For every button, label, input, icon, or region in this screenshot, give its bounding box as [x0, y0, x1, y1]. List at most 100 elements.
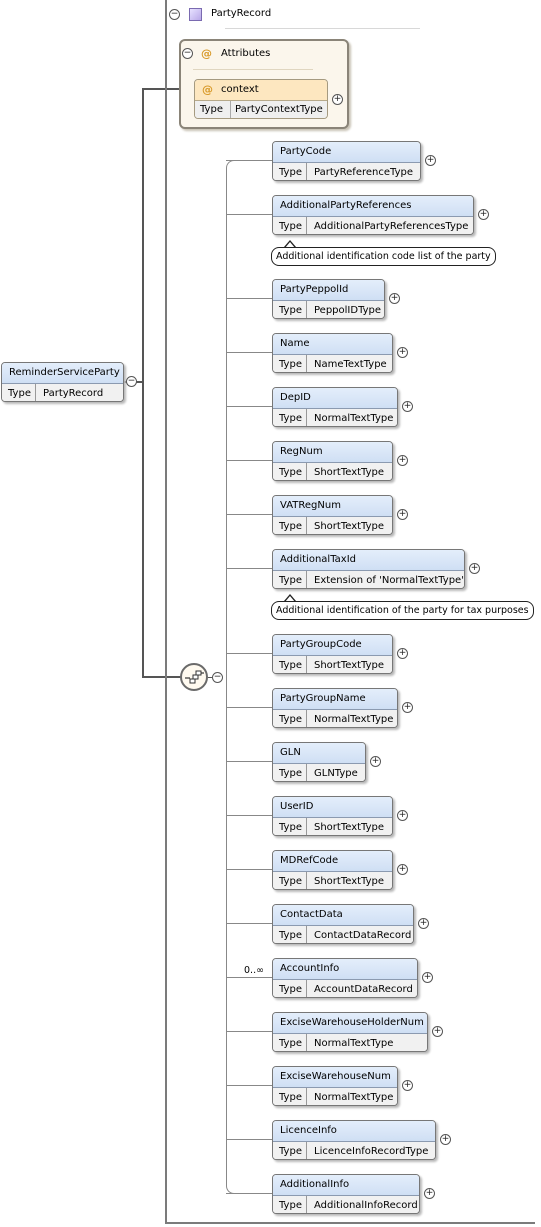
element-expand-toggle[interactable]: +	[425, 155, 436, 166]
element-RegNum[interactable]: RegNum Type ShortTextType	[272, 441, 393, 481]
element-connector	[226, 761, 272, 762]
element-expand-toggle[interactable]: +	[397, 455, 408, 466]
element-type-key: Type	[273, 217, 307, 234]
element-expand-toggle[interactable]: +	[397, 509, 408, 520]
element-expand-toggle[interactable]: +	[432, 1026, 443, 1037]
note-pointer-fill	[285, 596, 295, 602]
sequence-connector	[142, 676, 181, 678]
element-connector	[226, 352, 272, 353]
element-expand-toggle[interactable]: +	[397, 810, 408, 821]
element-type-key: Type	[273, 872, 307, 889]
element-type-key: Type	[273, 818, 307, 835]
element-expand-toggle[interactable]: +	[397, 648, 408, 659]
root-collapse-toggle[interactable]: −	[126, 376, 137, 387]
element-connector	[226, 160, 272, 161]
element-connector	[226, 214, 272, 215]
element-MDRefCode[interactable]: MDRefCode Type ShortTextType	[272, 850, 393, 890]
element-UserID[interactable]: UserID Type ShortTextType	[272, 796, 393, 836]
root-type-key: Type	[2, 384, 36, 401]
element-type-key: Type	[273, 355, 307, 372]
element-DepID[interactable]: DepID Type NormalTextType	[272, 387, 398, 427]
element-name: AdditionalPartyReferences	[273, 196, 473, 217]
type-collapse-toggle[interactable]: −	[169, 9, 180, 20]
sequence-bracket	[226, 160, 238, 1194]
element-ContactData[interactable]: ContactData Type ContactDataRecord	[272, 904, 414, 944]
element-type-key: Type	[273, 980, 307, 997]
sequence-collapse-toggle[interactable]: −	[212, 672, 223, 683]
element-connector	[226, 406, 272, 407]
attributes-connector	[142, 88, 180, 90]
type-header-divider	[225, 28, 420, 29]
element-type-key: Type	[273, 1088, 307, 1105]
element-PartyGroupName[interactable]: PartyGroupName Type NormalTextType	[272, 688, 398, 728]
element-connector	[226, 1139, 272, 1140]
attribute-at-icon: @	[202, 83, 213, 96]
element-expand-toggle[interactable]: +	[469, 563, 480, 574]
element-type-value: ShortTextType	[314, 467, 385, 478]
element-annotation: Additional identification of the party f…	[271, 601, 534, 620]
element-expand-toggle[interactable]: +	[402, 1080, 413, 1091]
element-type-value: ShortTextType	[314, 521, 385, 532]
element-expand-toggle[interactable]: +	[397, 347, 408, 358]
element-type-value: NormalTextType	[314, 1038, 394, 1049]
element-expand-toggle[interactable]: +	[402, 401, 413, 412]
element-expand-toggle[interactable]: +	[424, 1188, 435, 1199]
element-expand-toggle[interactable]: +	[397, 864, 408, 875]
element-PartyGroupCode[interactable]: PartyGroupCode Type ShortTextType	[272, 634, 393, 674]
attributes-divider	[193, 69, 313, 70]
element-type-key: Type	[273, 1142, 307, 1159]
element-AccountInfo[interactable]: AccountInfo Type AccountDataRecord	[272, 958, 418, 998]
element-GLN[interactable]: GLN Type GLNType	[272, 742, 366, 782]
element-type-value: PeppolIDType	[314, 305, 382, 316]
element-LicenceInfo[interactable]: LicenceInfo Type LicenceInfoRecordType	[272, 1120, 436, 1160]
element-VATRegNum[interactable]: VATRegNum Type ShortTextType	[272, 495, 393, 535]
element-PartyPeppolId[interactable]: PartyPeppolId Type PeppolIDType	[272, 279, 385, 319]
element-name: RegNum	[273, 442, 392, 463]
element-expand-toggle[interactable]: +	[440, 1134, 451, 1145]
element-connector	[226, 653, 272, 654]
element-type-value: NameTextType	[314, 359, 387, 370]
element-type-value: ShortTextType	[314, 822, 385, 833]
element-expand-toggle[interactable]: +	[422, 972, 433, 983]
element-name: PartyGroupCode	[273, 635, 392, 656]
element-type-value: NormalTextType	[314, 1092, 394, 1103]
element-connector	[226, 1031, 272, 1032]
element-AdditionalTaxId[interactable]: AdditionalTaxId Type Extension of 'Norma…	[272, 549, 465, 589]
element-expand-toggle[interactable]: +	[478, 209, 489, 220]
element-expand-toggle[interactable]: +	[418, 918, 429, 929]
element-expand-toggle[interactable]: +	[402, 702, 413, 713]
attributes-title: Attributes	[221, 48, 271, 59]
element-name: AccountInfo	[273, 959, 417, 980]
element-AdditionalPartyReferences[interactable]: AdditionalPartyReferences Type Additiona…	[272, 195, 474, 235]
element-type-value: GLNType	[314, 768, 358, 779]
element-type-key: Type	[273, 409, 307, 426]
sequence-compositor-icon[interactable]	[180, 663, 208, 691]
element-type-key: Type	[273, 463, 307, 480]
element-PartyCode[interactable]: PartyCode Type PartyReferenceType	[272, 141, 421, 181]
element-connector	[226, 707, 272, 708]
attributes-collapse-toggle[interactable]: −	[182, 48, 193, 59]
attribute-expand-toggle[interactable]: +	[332, 94, 343, 105]
element-connector	[226, 568, 272, 569]
element-expand-toggle[interactable]: +	[370, 756, 381, 767]
element-connector	[226, 298, 272, 299]
element-AdditionalInfo[interactable]: AdditionalInfo Type AdditionalInfoRecord	[272, 1174, 420, 1214]
element-connector	[226, 869, 272, 870]
element-name: GLN	[273, 743, 365, 764]
complex-type-icon	[189, 8, 202, 21]
root-element[interactable]: ReminderServiceParty Type PartyRecord	[1, 362, 124, 402]
complex-type-frame	[165, 0, 535, 1224]
element-name: AdditionalInfo	[273, 1175, 419, 1196]
attributes-at-icon: @	[201, 47, 212, 60]
attribute-type-divider	[230, 101, 231, 118]
element-name: AdditionalTaxId	[273, 550, 464, 571]
element-connector	[226, 514, 272, 515]
element-expand-toggle[interactable]: +	[389, 293, 400, 304]
element-type-key: Type	[273, 1034, 307, 1051]
element-Name[interactable]: Name Type NameTextType	[272, 333, 393, 373]
element-name: PartyPeppolId	[273, 280, 384, 301]
element-ExciseWarehouseHolderNum[interactable]: ExciseWarehouseHolderNum Type NormalText…	[272, 1012, 428, 1052]
attribute-context[interactable]: @ context Type PartyContextType	[194, 79, 328, 119]
element-ExciseWarehouseNum[interactable]: ExciseWarehouseNum Type NormalTextType	[272, 1066, 398, 1106]
